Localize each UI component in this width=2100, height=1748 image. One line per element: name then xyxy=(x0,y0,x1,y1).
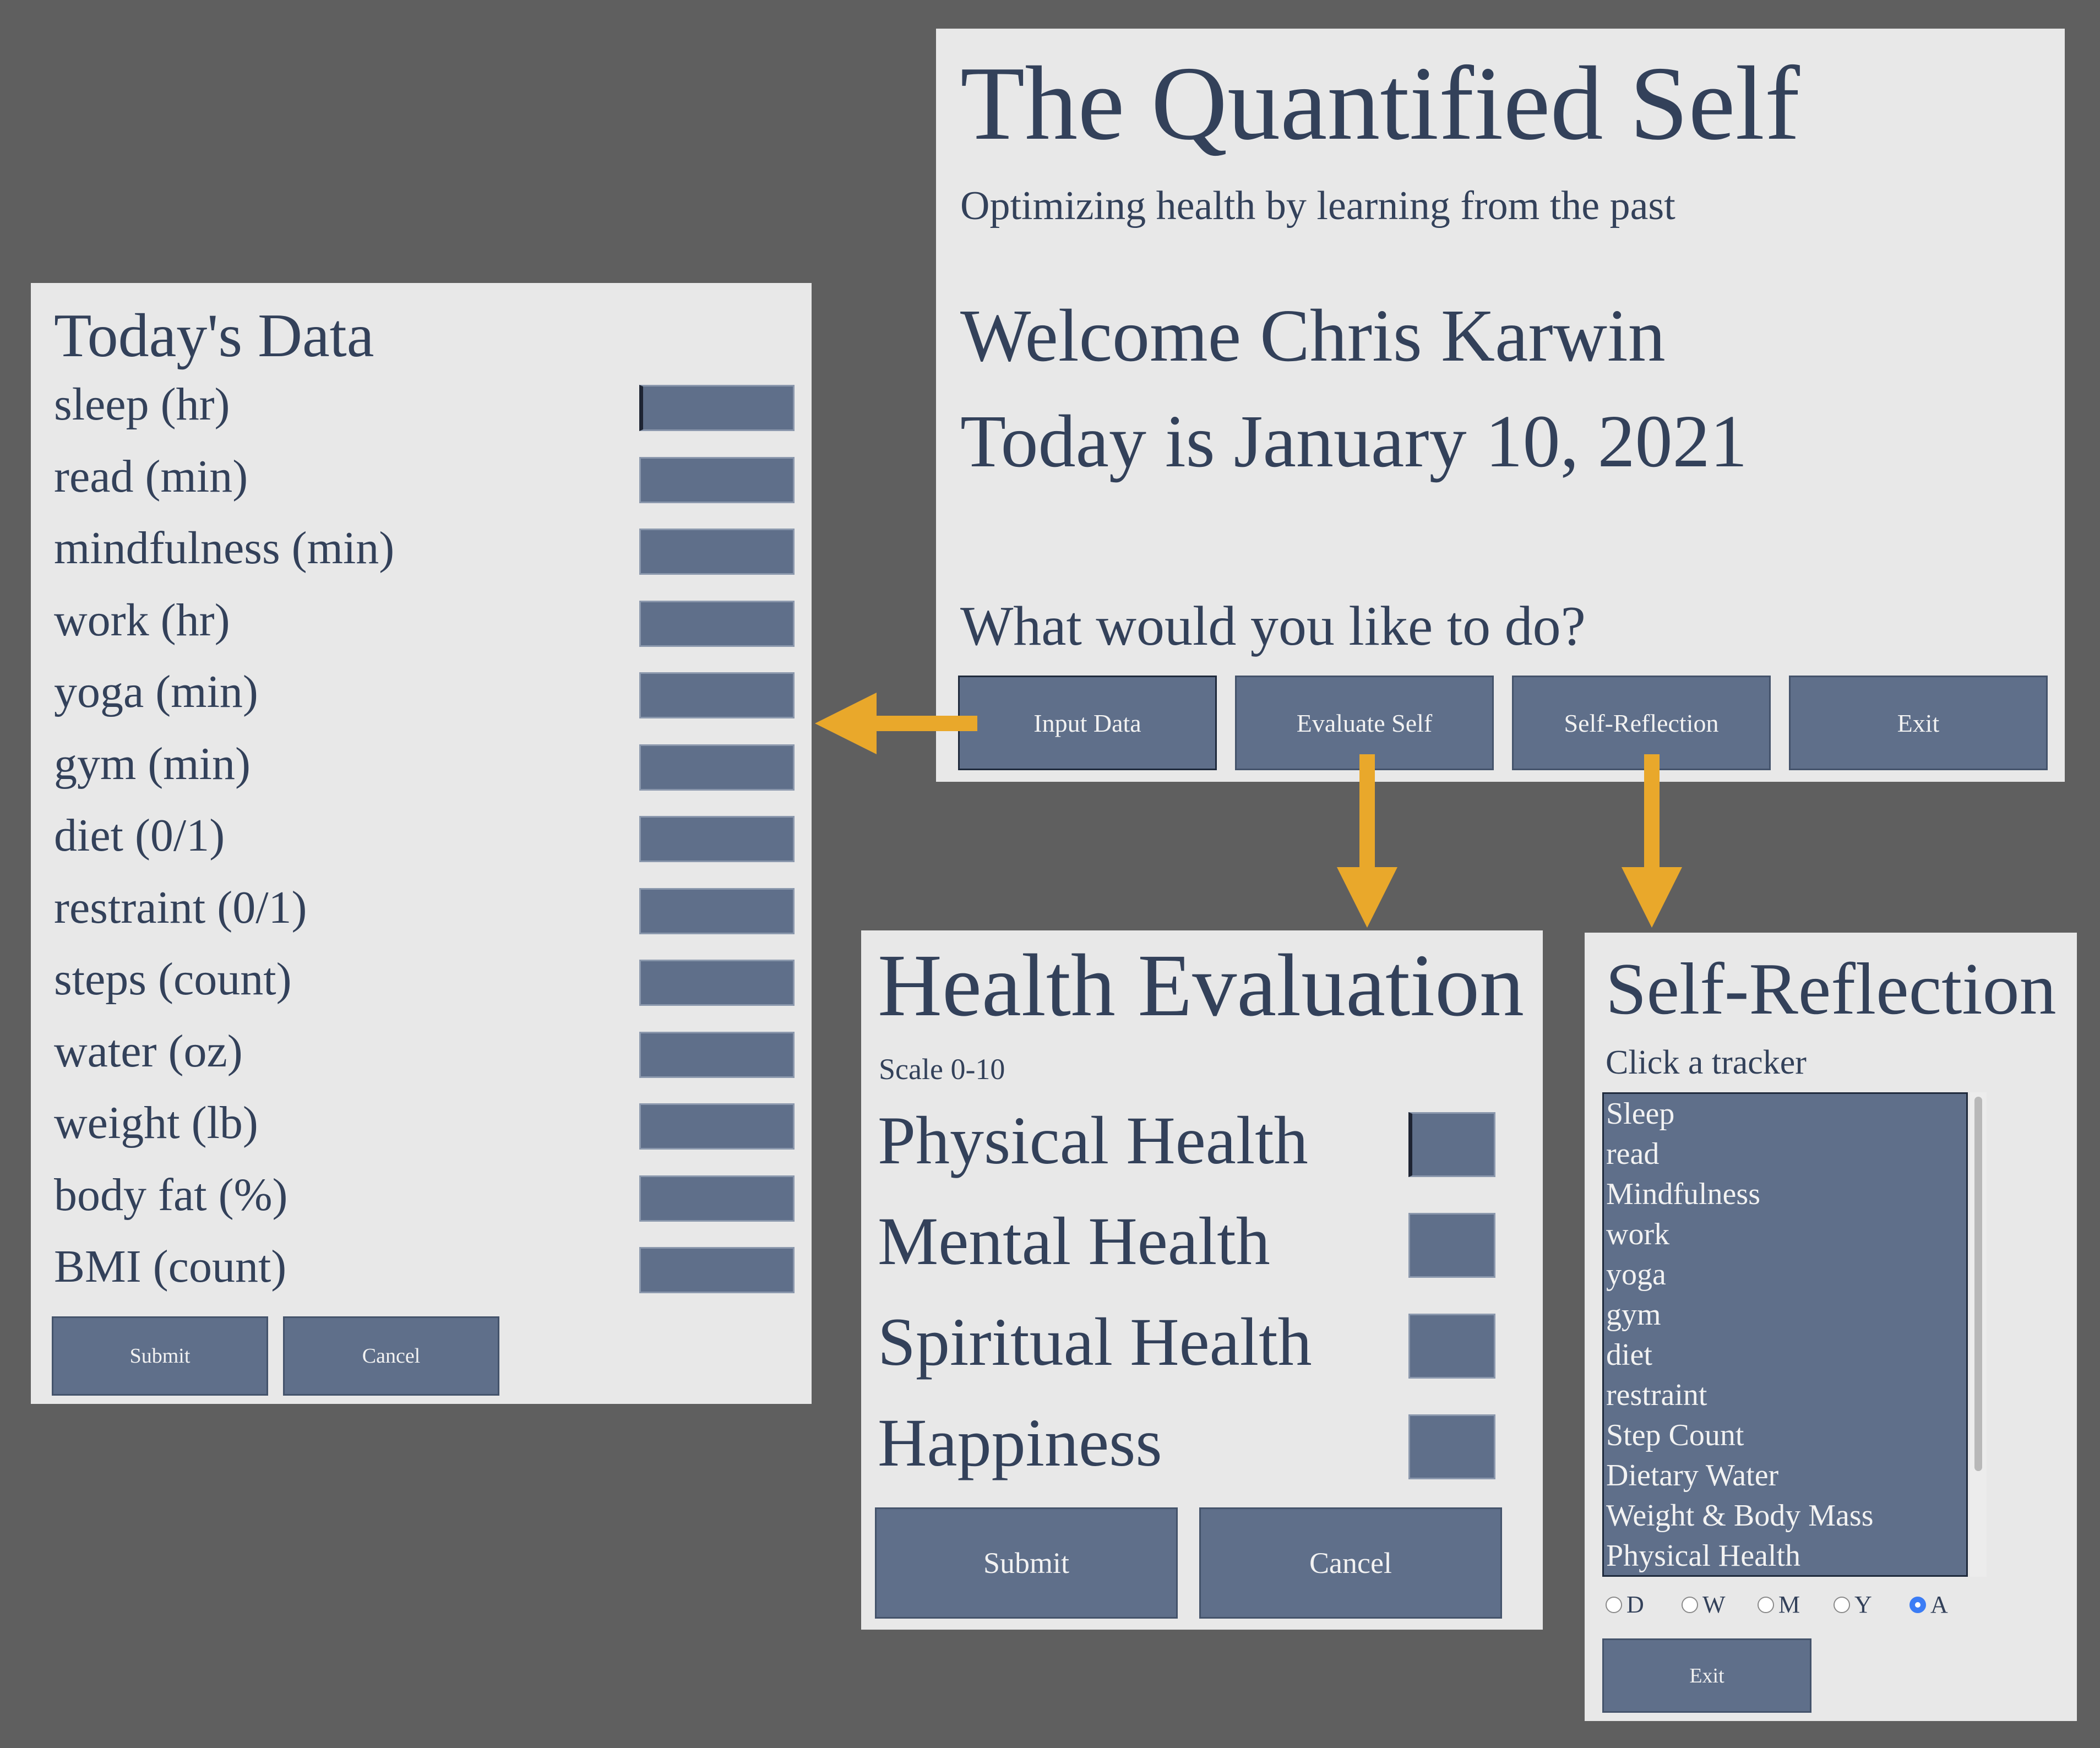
period-radio-w[interactable]: W xyxy=(1682,1591,1726,1619)
tracker-list-item[interactable]: yoga xyxy=(1606,1257,1666,1292)
self-reflection-title: Self-Reflection xyxy=(1606,948,2057,1030)
field-input[interactable] xyxy=(639,816,795,862)
health-evaluation-title: Health Evaluation xyxy=(878,936,1525,1035)
radio-label: W xyxy=(1702,1591,1726,1618)
field-label: work (hr) xyxy=(54,594,230,646)
field-label: restraint (0/1) xyxy=(54,881,307,933)
health-evaluation-submit-button[interactable]: Submit xyxy=(875,1507,1178,1619)
field-input[interactable] xyxy=(639,887,795,934)
field-label: weight (lb) xyxy=(54,1097,258,1148)
tracker-list-item[interactable]: read xyxy=(1606,1137,1660,1171)
field-label: sleep (hr) xyxy=(54,379,230,430)
radio-label: M xyxy=(1778,1591,1800,1618)
field-label: mindfulness (min) xyxy=(54,522,395,574)
field-label: read (min) xyxy=(54,450,248,502)
field-input[interactable] xyxy=(639,1175,795,1222)
radio-circle[interactable] xyxy=(1758,1596,1774,1613)
date-text: Today is January 10, 2021 xyxy=(960,400,1748,483)
todays-data-cancel-button[interactable]: Cancel xyxy=(283,1316,499,1396)
self-reflection-button[interactable]: Self-Reflection xyxy=(1512,676,1771,770)
tracker-list-item[interactable]: Dietary Water xyxy=(1606,1458,1779,1493)
arrow-head xyxy=(815,693,877,754)
radio-label: D xyxy=(1626,1591,1644,1618)
field-input[interactable] xyxy=(639,1031,795,1078)
radio-label: A xyxy=(1930,1591,1948,1618)
radio-circle[interactable] xyxy=(1909,1596,1926,1613)
tracker-list-item[interactable]: Sleep xyxy=(1606,1097,1675,1131)
field-label: BMI (count) xyxy=(54,1241,287,1292)
arrow-shaft xyxy=(870,716,977,731)
field-label: diet (0/1) xyxy=(54,810,225,861)
prompt-text: What would you like to do? xyxy=(960,595,1586,657)
evaluation-label: Happiness xyxy=(878,1405,1162,1480)
todays-data-title: Today's Data xyxy=(54,302,374,370)
app-title: The Quantified Self xyxy=(960,45,1800,162)
radio-label: Y xyxy=(1854,1591,1872,1618)
todays-data-submit-button[interactable]: Submit xyxy=(52,1316,268,1396)
field-input[interactable] xyxy=(639,960,795,1006)
tracker-list-item[interactable]: Step Count xyxy=(1606,1418,1744,1452)
arrow-to-todays-data xyxy=(815,693,977,754)
health-evaluation-cancel-button[interactable]: Cancel xyxy=(1199,1507,1502,1619)
self-reflection-window: Self-Reflection Click a tracker Sleep rea… xyxy=(1585,933,2077,1721)
field-input[interactable] xyxy=(639,456,795,503)
arrow-to-health-evaluation xyxy=(1337,754,1397,928)
field-input[interactable] xyxy=(639,1103,795,1150)
field-label: water (oz) xyxy=(54,1025,243,1077)
period-radio-d[interactable]: D xyxy=(1606,1591,1644,1619)
tracker-list-item[interactable]: Physical Health xyxy=(1606,1539,1801,1573)
arrow-shaft xyxy=(1359,754,1375,873)
field-label: steps (count) xyxy=(54,954,292,1005)
field-input[interactable] xyxy=(639,1247,795,1293)
radio-circle[interactable] xyxy=(1682,1596,1698,1613)
field-input[interactable] xyxy=(639,385,795,431)
evaluation-input[interactable] xyxy=(1408,1112,1495,1177)
period-radio-y[interactable]: Y xyxy=(1834,1591,1872,1619)
tracker-list-item[interactable]: gym xyxy=(1606,1298,1661,1332)
period-radio-m[interactable]: M xyxy=(1758,1591,1800,1619)
evaluation-input[interactable] xyxy=(1408,1314,1495,1379)
arrow-head xyxy=(1337,867,1397,928)
field-label: body fat (%) xyxy=(54,1169,288,1221)
tracker-list-item[interactable]: Weight & Body Mass xyxy=(1606,1499,1874,1533)
tracker-list-item[interactable]: Mindfulness xyxy=(1606,1177,1760,1211)
evaluation-input[interactable] xyxy=(1408,1213,1495,1278)
self-reflection-exit-button[interactable]: Exit xyxy=(1602,1638,1811,1713)
tracker-list-item[interactable]: work xyxy=(1606,1217,1670,1251)
evaluation-label: Physical Health xyxy=(878,1103,1308,1178)
input-data-button[interactable]: Input Data xyxy=(958,676,1217,770)
radio-circle[interactable] xyxy=(1606,1596,1622,1613)
tracker-scrollbar[interactable] xyxy=(1970,1092,1987,1577)
evaluation-input[interactable] xyxy=(1408,1414,1495,1479)
tracker-instruction: Click a tracker xyxy=(1606,1044,1807,1081)
tracker-list-item[interactable]: restraint xyxy=(1606,1378,1707,1412)
period-radio-a[interactable]: A xyxy=(1909,1591,1948,1619)
welcome-text: Welcome Chris Karwin xyxy=(960,295,1666,377)
arrow-shaft xyxy=(1644,754,1660,873)
exit-button[interactable]: Exit xyxy=(1789,676,2048,770)
field-input[interactable] xyxy=(639,672,795,718)
field-input[interactable] xyxy=(639,529,795,575)
arrow-to-self-reflection xyxy=(1622,754,1682,928)
radio-circle[interactable] xyxy=(1834,1596,1850,1613)
field-label: gym (min) xyxy=(54,738,251,789)
field-input[interactable] xyxy=(639,600,795,647)
health-evaluation-window: Health Evaluation Scale 0-10 Physical He… xyxy=(861,930,1543,1630)
field-label: yoga (min) xyxy=(54,666,258,717)
tracker-list-item[interactable]: diet xyxy=(1606,1338,1652,1372)
todays-data-window: Today's Data sleep (hr) read (min) mindful… xyxy=(31,283,812,1404)
scale-label: Scale 0-10 xyxy=(879,1053,1005,1086)
evaluation-label: Spiritual Health xyxy=(878,1304,1312,1380)
evaluation-label: Mental Health xyxy=(878,1204,1270,1279)
field-input[interactable] xyxy=(639,744,795,791)
scrollbar-thumb[interactable] xyxy=(1974,1097,1982,1471)
app-subtitle: Optimizing health by learning from the p… xyxy=(960,183,1675,228)
main-window: The Quantified Self Optimizing health by… xyxy=(936,29,2065,782)
arrow-head xyxy=(1622,867,1682,928)
